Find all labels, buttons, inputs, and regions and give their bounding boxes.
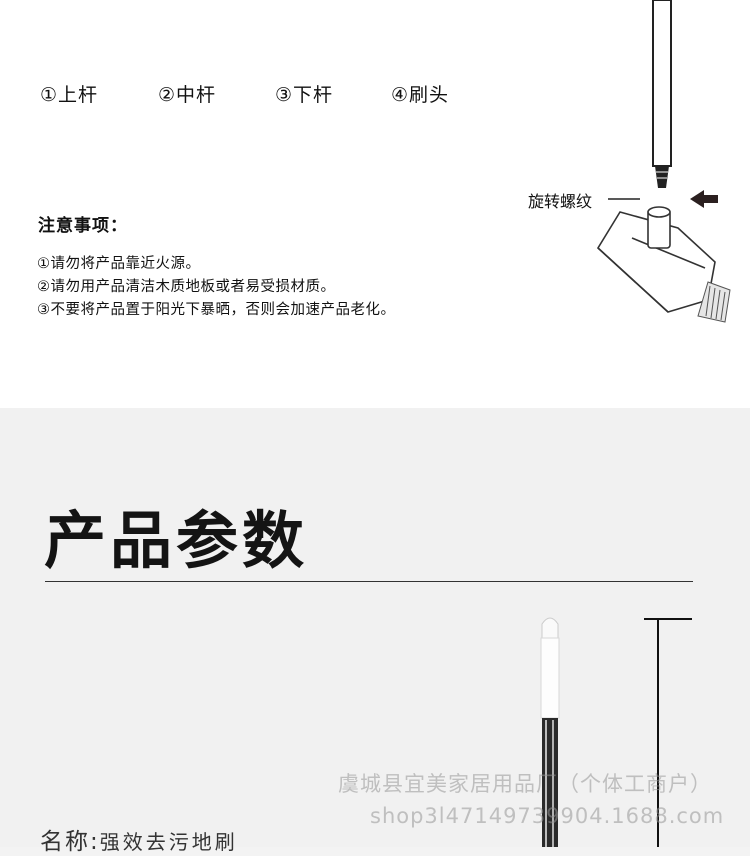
divider [45,581,693,582]
bottom-panel [0,408,750,847]
bristles [697,281,731,323]
part-middle-pole: ②中杆 [158,84,217,106]
top-panel [0,0,750,408]
part-upper-pole: ①上杆 [40,84,99,106]
product-name-value: 强效去污地刷 [99,830,238,854]
section-title: 产品参数 [44,504,309,577]
assembly-diagram [596,0,731,323]
part-lower-pole: ③下杆 [275,84,334,106]
product-drawing [540,617,692,847]
product-name-label: 名称: [40,829,100,855]
note-item: ②请勿用产品清洁木质地板或者易受损材质。 [37,279,336,295]
watermark-shop-name: 虞城县宜美家居用品厂（个体工商户） [338,772,712,796]
note-item: ③不要将产品置于阳光下暴晒，否则会加速产品老化。 [37,302,396,318]
note-item: ①请勿将产品靠近火源。 [37,256,201,272]
part-brush-head: ④刷头 [391,84,450,106]
notes-title: 注意事项： [38,216,128,236]
watermark-shop-url: shop3l47149739904.1688.com [370,804,725,828]
thread-label: 旋转螺纹 [528,192,593,211]
product-name-line: 名称:强效去污地刷 [40,822,238,856]
